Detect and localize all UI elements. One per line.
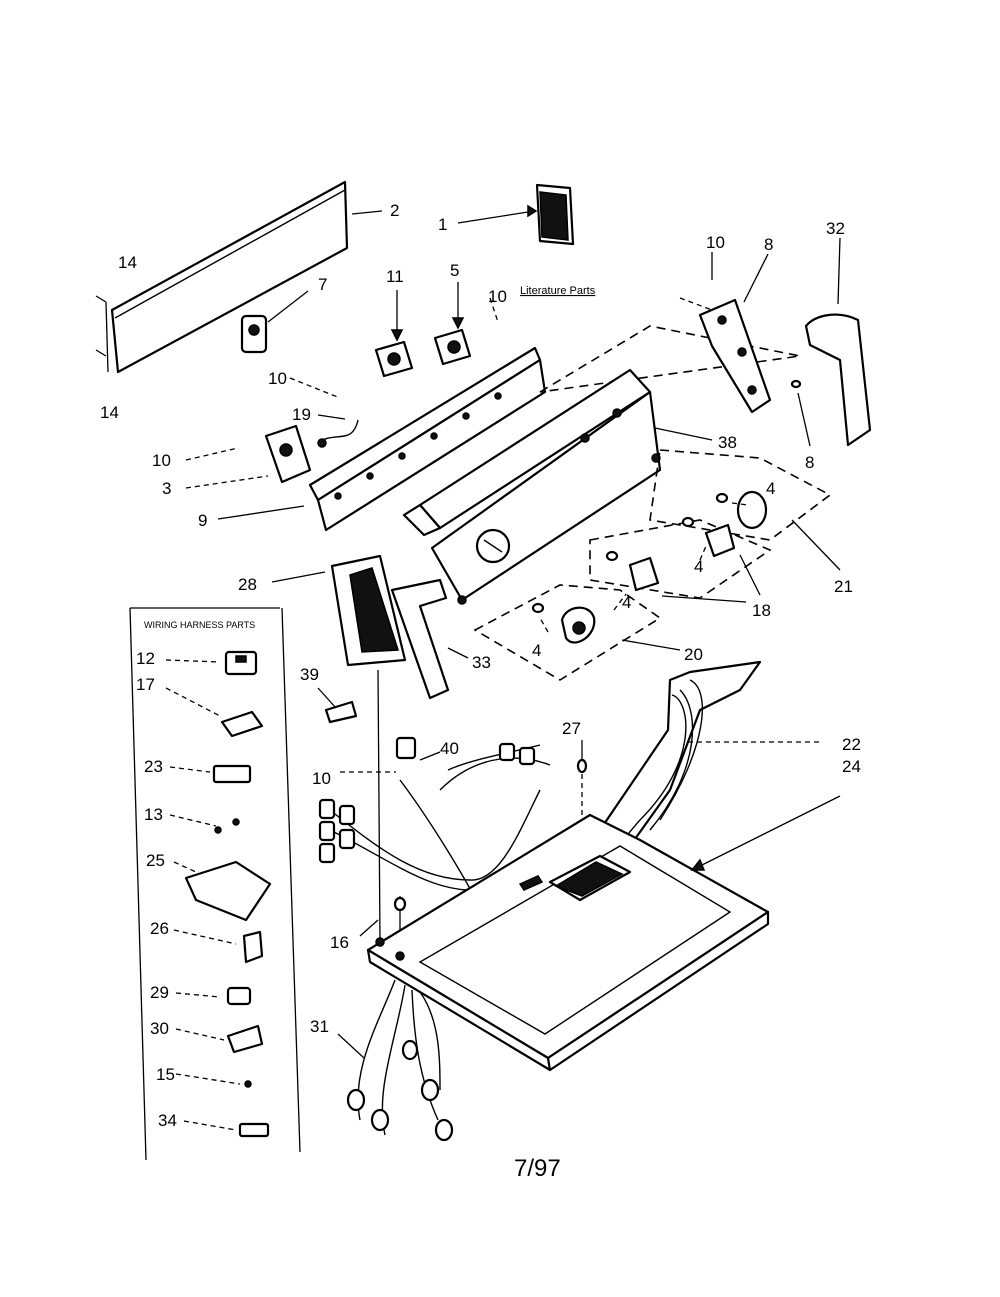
part-10-screw-right bbox=[679, 252, 713, 311]
console-rear-housing bbox=[402, 325, 801, 605]
callout-8: 8 bbox=[764, 235, 773, 254]
callout-10: 10 bbox=[488, 287, 507, 306]
literature-parts-label: Literature Parts bbox=[520, 285, 596, 297]
part-24-top-frame bbox=[366, 795, 841, 1072]
callout-3: 3 bbox=[162, 479, 171, 498]
callout-24: 24 bbox=[842, 757, 861, 776]
date-code: 7/97 bbox=[514, 1155, 561, 1182]
callout-26: 26 bbox=[150, 919, 169, 938]
part-2-panel bbox=[110, 180, 383, 374]
callout-7: 7 bbox=[318, 275, 327, 294]
knob-group-21 bbox=[649, 449, 841, 571]
callout-20: 20 bbox=[684, 645, 703, 664]
callout-10: 10 bbox=[152, 451, 171, 470]
callout-23: 23 bbox=[144, 757, 163, 776]
part-16-screw-axis bbox=[359, 669, 407, 952]
part-8-bracket bbox=[698, 253, 811, 447]
part-3-switch bbox=[185, 424, 312, 489]
callout-10: 10 bbox=[268, 369, 287, 388]
wiring-harness-parts-box: WIRING HARNESS PARTS bbox=[129, 607, 301, 1161]
callout-labels: 2 1 14 14 7 11 5 10 10 19 10 3 9 10 8 32… bbox=[100, 201, 861, 1130]
callout-4: 4 bbox=[532, 641, 541, 660]
callout-33: 33 bbox=[472, 653, 491, 672]
part-27-clip bbox=[576, 740, 588, 830]
part-32-end-cap bbox=[804, 237, 872, 447]
callout-19: 19 bbox=[292, 405, 311, 424]
callout-29: 29 bbox=[150, 983, 169, 1002]
callout-34: 34 bbox=[158, 1111, 177, 1130]
callout-10: 10 bbox=[312, 769, 331, 788]
callout-17: 17 bbox=[136, 675, 155, 694]
part-14-screws bbox=[95, 295, 109, 373]
callout-39: 39 bbox=[300, 665, 319, 684]
part-11-switch bbox=[374, 290, 414, 378]
knob-group-20 bbox=[473, 550, 681, 681]
knob-group-18 bbox=[589, 516, 772, 599]
callout-30: 30 bbox=[150, 1019, 169, 1038]
part-39-clip bbox=[317, 687, 358, 724]
callout-12: 12 bbox=[136, 649, 155, 668]
callout-40: 40 bbox=[440, 739, 459, 758]
wiring-harness-label: WIRING HARNESS PARTS bbox=[144, 620, 255, 630]
callout-4: 4 bbox=[766, 479, 775, 498]
part-28-control-board bbox=[271, 554, 407, 667]
part-1-literature bbox=[457, 183, 575, 246]
part-31-power-harness bbox=[337, 979, 454, 1142]
callout-1: 1 bbox=[438, 215, 447, 234]
callout-38: 38 bbox=[718, 433, 737, 452]
callout-32: 32 bbox=[826, 219, 845, 238]
callout-5: 5 bbox=[450, 261, 459, 280]
callout-22: 22 bbox=[842, 735, 861, 754]
callout-13: 13 bbox=[144, 805, 163, 824]
callout-8: 8 bbox=[805, 453, 814, 472]
callout-16: 16 bbox=[330, 933, 349, 952]
callout-21: 21 bbox=[834, 577, 853, 596]
callout-15: 15 bbox=[156, 1065, 175, 1084]
part-40-connector bbox=[340, 736, 441, 773]
callout-2: 2 bbox=[390, 201, 399, 220]
callout-27: 27 bbox=[562, 719, 581, 738]
part-33-harness-bracket bbox=[390, 578, 469, 700]
wiring-harness-left bbox=[318, 742, 551, 897]
part-7-bracket bbox=[240, 290, 309, 354]
misc-leaders bbox=[185, 297, 747, 633]
part-9-mounting-bracket bbox=[217, 346, 547, 532]
callout-10: 10 bbox=[706, 233, 725, 252]
callout-31: 31 bbox=[310, 1017, 329, 1036]
callout-14: 14 bbox=[118, 253, 137, 272]
callout-4: 4 bbox=[694, 557, 703, 576]
callout-28: 28 bbox=[238, 575, 257, 594]
callout-18: 18 bbox=[752, 601, 771, 620]
callout-4: 4 bbox=[622, 593, 631, 612]
part-19-wire bbox=[317, 414, 359, 448]
callout-14: 14 bbox=[100, 403, 119, 422]
callout-25: 25 bbox=[146, 851, 165, 870]
callout-11: 11 bbox=[386, 267, 404, 286]
part-5-switch bbox=[433, 282, 472, 366]
callout-9: 9 bbox=[198, 511, 207, 530]
